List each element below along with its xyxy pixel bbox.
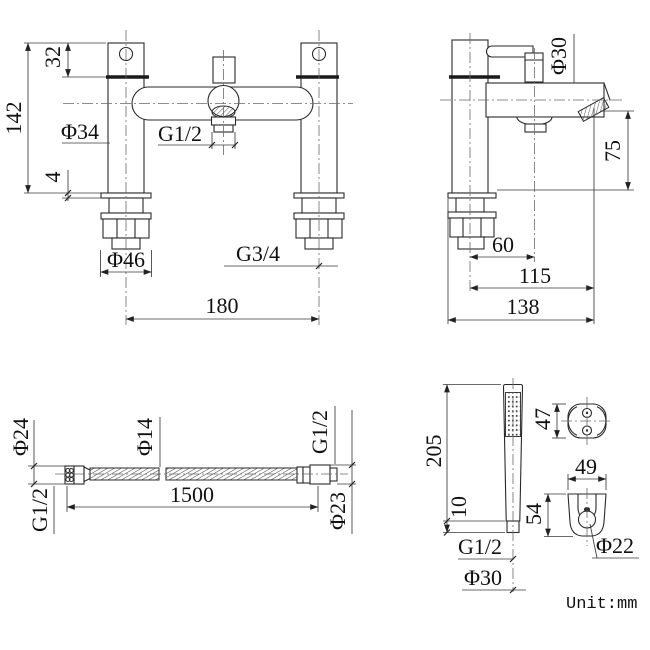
spout-aerator-face: [577, 96, 610, 123]
dim-outlet-offset: 60: [492, 232, 514, 257]
dim-handset-connector-length: 10: [446, 496, 471, 518]
dim-inlet-thread: G3/4: [236, 241, 280, 266]
dim-pillar-diameter: Φ34: [61, 119, 99, 144]
hose-right-tail: [329, 467, 338, 482]
dim-shower-outlet-thread: G1/2: [158, 121, 202, 146]
dim-hose-left-nut-diameter: Φ24: [8, 418, 33, 456]
hose-left-nut: [73, 465, 85, 485]
dim-bracket-depth: 47: [530, 408, 555, 430]
dim-hole-centers: 180: [206, 293, 239, 318]
dim-overall-height: 142: [1, 102, 26, 135]
dim-bracket-clip-diameter: Φ22: [596, 533, 634, 558]
dim-handset-grip-diameter: Φ30: [464, 565, 502, 590]
hose-outlet-nipple: [524, 123, 547, 133]
unit-note: Unit:mm: [566, 595, 637, 614]
dim-flange-diameter: Φ46: [107, 247, 145, 272]
diverter-knob: [212, 56, 236, 84]
dim-hose-left-thread: G1/2: [27, 488, 52, 532]
dim-bracket-height: 54: [521, 503, 546, 525]
dim-hose-diameter: Φ14: [132, 418, 157, 456]
dim-hose-right-thread: G1/2: [307, 410, 332, 454]
side-diverter-knob: [524, 52, 544, 83]
dim-spout-reach: 115: [519, 263, 551, 288]
handset-view: 205 10 G1/2 Φ30: [421, 378, 526, 594]
side-inlet-tail: [457, 236, 485, 250]
side-mounting-nut: [449, 217, 495, 238]
hose-view: Φ24 G1/2 Φ14 1500 G1/2 Φ23: [8, 406, 356, 534]
dim-hose-length: 1500: [170, 482, 214, 507]
dim-hose-right-nut-diameter: Φ23: [325, 492, 350, 530]
dim-handset-thread: G1/2: [458, 534, 502, 559]
dim-bracket-width: 49: [575, 454, 597, 479]
front-view: 142 32 Φ34 4 G1/2 Φ46 G3/4 180: [1, 30, 353, 325]
dim-spout-height: 75: [600, 140, 625, 162]
side-view: Φ30 75 60 115 138: [440, 33, 634, 324]
dim-handset-length: 205: [421, 435, 446, 468]
dim-overall-depth: 138: [507, 294, 540, 319]
bracket-view: 47 49 54 Φ22: [521, 397, 639, 559]
hose-right-nut: [309, 464, 331, 485]
dim-flange-thickness: 4: [40, 172, 65, 183]
dim-handle-height: 32: [40, 46, 65, 68]
dim-body-diameter: Φ30: [546, 37, 571, 75]
side-handle-lever: [486, 45, 534, 58]
